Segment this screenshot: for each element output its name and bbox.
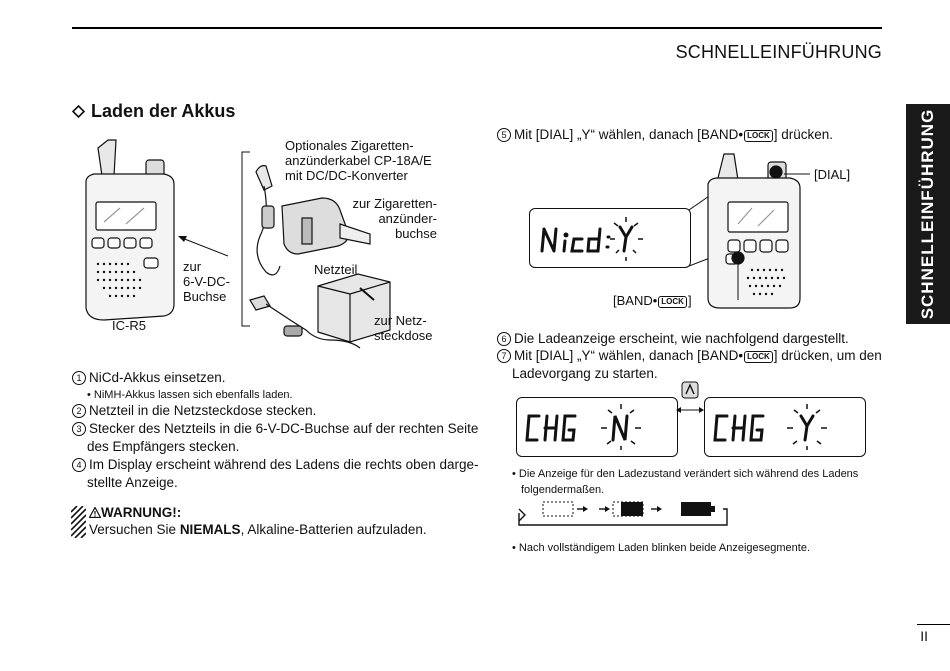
step-2-number: 2 (72, 404, 86, 418)
charging-figure (85, 139, 391, 349)
band-lock-label: [BAND•LOCK] (613, 293, 692, 308)
band-lock-key-icon: LOCK (658, 296, 687, 308)
warning-post: , Alkaline-Batterien aufzuladen. (240, 522, 427, 537)
bottom-rule (917, 624, 950, 625)
warning-text: Versuchen Sie NIEMALS, Alkaline-Batterie… (89, 521, 427, 539)
band-label-close: ] (687, 293, 692, 308)
lcd-chg-n-display (516, 397, 678, 457)
blink-arrow-icon (676, 381, 704, 413)
battery-sequence-icon (518, 501, 728, 526)
step-3-number: 3 (72, 422, 86, 436)
radio-model-label: IC-R5 (112, 318, 146, 333)
diamond-icon (72, 105, 85, 118)
lcd-chg-y-display (704, 397, 866, 457)
step-7-number: 7 (497, 349, 511, 363)
page-number: II (920, 628, 928, 644)
top-rule (72, 27, 882, 29)
step-4-cont: stellte Anzeige. (87, 475, 178, 490)
warning-title-text: WARNUNG!: (101, 505, 182, 520)
radio-right-illustration (707, 153, 810, 309)
step-3-cont: des Empfängers stecken. (87, 439, 240, 454)
step-1-text: NiCd-Akkus einsetzen. (89, 370, 226, 385)
radio-illustration (85, 139, 175, 321)
note-charge-indicator-a: • Die Anzeige für den Ladezustand veränd… (512, 468, 859, 480)
cigarette-cable-illustration (255, 165, 371, 276)
cable-label: Optionales Zigaretten- anzünderkabel CP-… (285, 138, 432, 183)
cig-socket-label: zur Zigaretten- anzünder- buchse (352, 196, 437, 241)
jack-label: zur 6-V-DC- Buchse (183, 259, 230, 304)
hatch-icon (71, 506, 86, 538)
note-charge-indicator-b: folgendermaßen. (521, 484, 605, 496)
step-1-note: • NiMH-Akkus lassen sich ebenfalls laden… (87, 389, 293, 401)
section-title-text: Laden der Akkus (91, 101, 236, 121)
step-6-text: Die Ladeanzeige erscheint, wie nachfolge… (514, 331, 849, 346)
step-4-number: 4 (72, 458, 86, 472)
warning-bold: NIEMALS (179, 522, 241, 537)
warning-pre: Versuchen Sie (89, 522, 180, 537)
page-header: SCHNELLEINFÜHRUNG (675, 42, 882, 62)
step-4-text-a: Im Display erscheint während des Ladens … (89, 457, 479, 472)
step-1-number: 1 (72, 371, 86, 385)
side-tab-label: SCHNELLEINFÜHRUNG (918, 108, 937, 320)
step-6-number: 6 (497, 332, 511, 346)
ac-adapter-illustration (249, 273, 391, 349)
lock-key-icon: LOCK (744, 130, 773, 142)
mains-label: zur Netz- steckdose (374, 313, 433, 343)
warning-title: WARNUNG!: (88, 504, 182, 522)
warning-triangle-icon (88, 506, 102, 519)
netzteil-label: Netzteil (314, 262, 358, 277)
step-2-text: Netzteil in die Netzsteckdose stecken. (89, 403, 317, 418)
lcd-nicd-segments (540, 217, 643, 261)
step-5-number: 5 (497, 128, 511, 142)
step-7-cont: Ladevorgang zu starten. (512, 366, 658, 381)
lcd-chg-y-segments (713, 404, 827, 450)
step-7-post: ] drücken, um den (773, 348, 882, 363)
step-7-pre: Mit [DIAL] „Y“ wählen, danach [BAND• (514, 348, 744, 363)
note-full-charge: • Nach vollständigem Laden blinken beide… (512, 542, 810, 554)
section-title: Laden der Akkus (72, 101, 235, 122)
dial-label: [DIAL] (814, 167, 851, 182)
step-5-pre: Mit [DIAL] „Y“ wählen, danach [BAND• (514, 127, 744, 142)
step-5-post: ] drücken. (773, 127, 834, 142)
lcd-nicd-display (529, 208, 691, 268)
step-7-lock-key-icon: LOCK (744, 351, 773, 363)
lcd-chg-n-segments (525, 404, 641, 450)
band-label-text: [BAND• (613, 293, 658, 308)
step-3-text-a: Stecker des Netzteils in die 6-V-DC-Buch… (89, 421, 479, 436)
side-tab: SCHNELLEINFÜHRUNG (906, 104, 950, 324)
